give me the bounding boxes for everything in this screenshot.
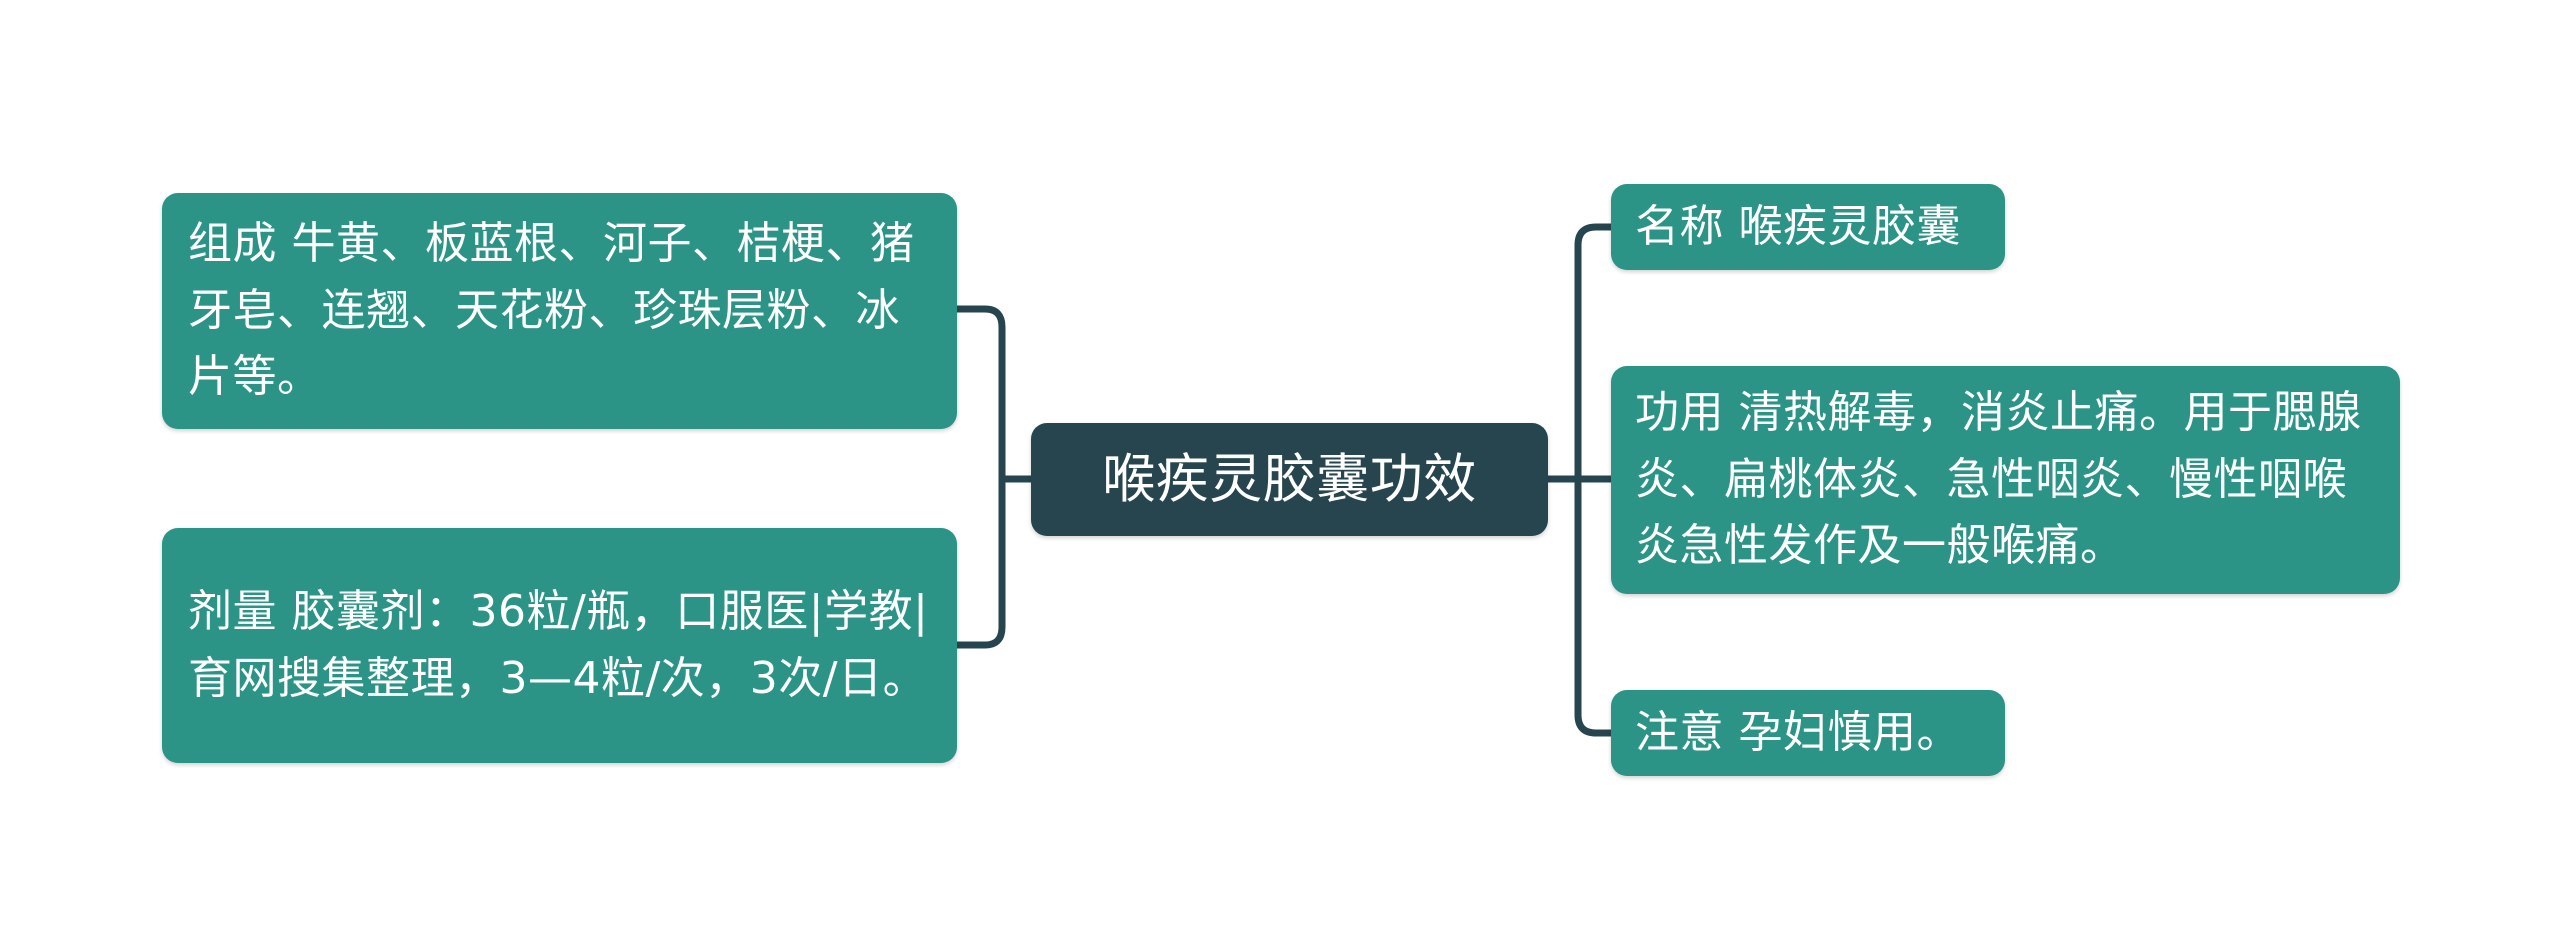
connector-left-bottom bbox=[957, 476, 1006, 649]
branch-node-name-label: 名称 喉疾灵胶囊 bbox=[1635, 201, 1961, 253]
connector-left-top bbox=[957, 305, 1006, 476]
branch-node-dosage-label: 剂量 胶囊剂：36粒/瓶，口服医|学教|育网搜集整理，3—4粒/次，3次/日。 bbox=[188, 585, 929, 704]
branch-node-function[interactable]: 功用 清热解毒，消炎止痛。用于腮腺炎、扁桃体炎、急性咽炎、慢性咽喉炎急性发作及一… bbox=[1611, 366, 2400, 594]
branch-node-composition-label: 组成 牛黄、板蓝根、河子、桔梗、猪牙皂、连翘、天花粉、珍珠层粉、冰片等。 bbox=[188, 217, 915, 403]
branch-node-function-label: 功用 清热解毒，消炎止痛。用于腮腺炎、扁桃体炎、急性咽炎、慢性咽喉炎急性发作及一… bbox=[1635, 386, 2362, 572]
branch-node-name[interactable]: 名称 喉疾灵胶囊 bbox=[1611, 184, 2005, 270]
branch-node-dosage[interactable]: 剂量 胶囊剂：36粒/瓶，口服医|学教|育网搜集整理，3—4粒/次，3次/日。 bbox=[162, 528, 957, 763]
branch-node-caution-label: 注意 孕妇慎用。 bbox=[1635, 707, 1961, 759]
root-node[interactable]: 喉疾灵胶囊功效 bbox=[1031, 423, 1548, 536]
connector-right-bottom bbox=[1574, 479, 1611, 737]
root-node-label: 喉疾灵胶囊功效 bbox=[1102, 448, 1477, 510]
branch-node-caution[interactable]: 注意 孕妇慎用。 bbox=[1611, 690, 2005, 776]
connector-right-top bbox=[1574, 223, 1611, 479]
branch-node-composition[interactable]: 组成 牛黄、板蓝根、河子、桔梗、猪牙皂、连翘、天花粉、珍珠层粉、冰片等。 bbox=[162, 193, 957, 429]
